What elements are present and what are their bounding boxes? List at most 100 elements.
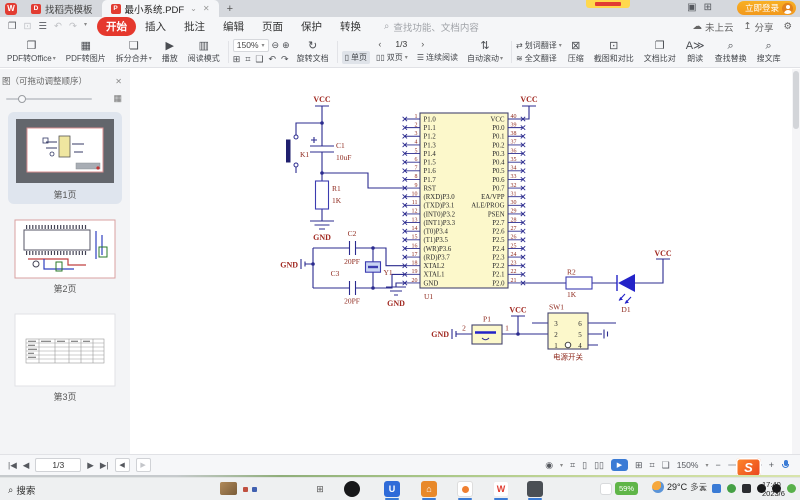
- zoom-in-icon[interactable]: +: [768, 460, 774, 470]
- continuous-read-button[interactable]: ☰ 连续阅读: [416, 53, 458, 62]
- single-page-button[interactable]: ▯ 单页: [341, 51, 370, 64]
- select-tool-icon[interactable]: ❑: [661, 459, 670, 470]
- home-app-icon[interactable]: ⌂: [421, 481, 437, 497]
- continuous-view-icon[interactable]: ⌗: [570, 459, 576, 470]
- search-library-button[interactable]: ⌕ 搜文库: [756, 39, 781, 63]
- qq-tray-icon[interactable]: [756, 484, 766, 493]
- fit-width-icon[interactable]: ⊞: [635, 459, 643, 470]
- scrollbar-thumb[interactable]: [793, 71, 799, 129]
- misc-app-icon[interactable]: [457, 481, 473, 497]
- tab-close-icon[interactable]: ✕: [202, 4, 210, 13]
- redo-icon[interactable]: ↷: [69, 21, 77, 32]
- view-back-icon[interactable]: ◀: [114, 458, 130, 472]
- function-search-input[interactable]: ⌕ 查找功能、文档内容: [383, 21, 479, 34]
- single-page-icon[interactable]: ▯: [582, 459, 588, 470]
- page-thumbnail-2[interactable]: 第2页: [8, 214, 122, 298]
- first-page-icon[interactable]: |◀: [8, 459, 17, 470]
- thumbnail-view-icon[interactable]: ▦: [113, 93, 122, 103]
- promo-badge[interactable]: [586, 0, 630, 8]
- desktop-photo-icon[interactable]: [220, 482, 237, 495]
- undo-icon[interactable]: ↶: [54, 21, 62, 32]
- weather-widget[interactable]: 29°C 多云: [652, 481, 707, 493]
- print-icon[interactable]: ☰: [38, 21, 48, 32]
- quickbar-caret-icon[interactable]: ▾: [83, 22, 87, 28]
- thumbnail-size-slider[interactable]: [6, 94, 92, 103]
- share-button[interactable]: ↥ 分享: [743, 21, 774, 34]
- view-forward-icon[interactable]: ▶: [135, 458, 151, 472]
- prev-page-icon[interactable]: ◀: [22, 459, 30, 470]
- cloud-status[interactable]: ☁ 未上云: [692, 21, 734, 34]
- rotate-doc-button[interactable]: ↻ 旋转文档: [296, 39, 329, 63]
- fit-page-icon[interactable]: ⌗: [649, 459, 655, 470]
- task-view-icon[interactable]: ⊞: [316, 483, 324, 494]
- play-button[interactable]: ▶ 播放: [161, 39, 178, 63]
- new-tab-icon[interactable]: +: [226, 2, 233, 15]
- tray-green-icon[interactable]: [786, 484, 796, 493]
- zoom-level[interactable]: 150%: [676, 460, 699, 470]
- pdf-to-office-button[interactable]: ❐ PDF转Office▾: [7, 39, 56, 63]
- menu-home[interactable]: 开始: [96, 17, 136, 36]
- double-page-button[interactable]: ▯▯ 双页 ▾: [375, 53, 408, 62]
- menu-edit[interactable]: 编辑: [222, 21, 244, 33]
- menu-protect[interactable]: 保护: [300, 21, 322, 33]
- fit-page-icon[interactable]: ⌗: [245, 53, 253, 64]
- screenshot-compare-button[interactable]: ⊡ 截图和对比: [593, 39, 634, 63]
- mini-icon[interactable]: [243, 487, 248, 492]
- read-mode-button[interactable]: ▥ 阅读模式: [187, 39, 220, 63]
- tab-grid-icon[interactable]: ⊞: [703, 2, 712, 13]
- mini-icon[interactable]: [252, 487, 257, 492]
- double-page-icon[interactable]: ▯▯: [594, 459, 604, 470]
- login-button[interactable]: 立即登录: [736, 1, 796, 15]
- voice-assistant-icon[interactable]: [781, 459, 790, 471]
- zoom-out-icon[interactable]: ⊖: [271, 39, 280, 50]
- pdf-to-image-button[interactable]: ▦ PDF转图片: [65, 39, 106, 63]
- last-page-icon[interactable]: ▶|: [99, 459, 109, 470]
- page-thumbnail-1[interactable]: 第1页: [8, 112, 122, 204]
- u-app-icon[interactable]: U: [384, 481, 400, 497]
- next-page-icon[interactable]: ▶: [87, 459, 94, 470]
- wps-home-icon[interactable]: W: [5, 2, 17, 15]
- tab-docer-template[interactable]: D 找稻壳模板: [22, 0, 102, 17]
- next-page-icon[interactable]: ›: [421, 39, 425, 49]
- tray-expand-icon[interactable]: ∧: [700, 484, 706, 493]
- vertical-scrollbar[interactable]: [792, 69, 800, 454]
- compress-button[interactable]: ⊠ 压缩: [567, 39, 584, 63]
- tray-shield-icon[interactable]: [726, 484, 736, 493]
- gear-icon[interactable]: ⚙: [783, 21, 792, 32]
- eye-protect-icon[interactable]: ◉: [545, 459, 554, 470]
- menu-page[interactable]: 页面: [261, 21, 283, 33]
- read-aloud-button[interactable]: A≫ 朗读: [685, 39, 705, 63]
- tab-document[interactable]: P 最小系统.PDF ⌄ ✕: [101, 0, 219, 17]
- rotate-left-icon[interactable]: ↶: [268, 53, 279, 64]
- menu-insert[interactable]: 插入: [144, 21, 166, 33]
- prev-page-icon[interactable]: ‹: [378, 39, 382, 49]
- tray-dark-icon[interactable]: [741, 484, 751, 493]
- play-button[interactable]: ▶: [611, 459, 628, 471]
- rotate-right-icon[interactable]: ↷: [281, 53, 291, 64]
- taskbar-search[interactable]: ⌕ 搜索: [8, 484, 36, 498]
- page-number-input[interactable]: 1/3: [35, 458, 82, 472]
- wps-app-icon[interactable]: W: [493, 481, 509, 497]
- split-merge-button[interactable]: ❏ 拆分合并▾: [115, 39, 152, 63]
- zoom-in-icon[interactable]: ⊕: [282, 39, 290, 50]
- auto-scroll-button[interactable]: ⇅ 自动滚动▾: [466, 39, 503, 63]
- fit-width-icon[interactable]: ⊞: [232, 53, 243, 64]
- doc-compare-button[interactable]: ❐ 文档比对: [643, 39, 676, 63]
- word-translate-button[interactable]: ⇄ 划词翻译 ▾: [516, 40, 562, 50]
- dark-app-icon[interactable]: [527, 481, 543, 497]
- menu-convert[interactable]: 转换: [339, 21, 361, 33]
- window-layout-icon[interactable]: ▣: [687, 2, 697, 13]
- find-replace-button[interactable]: ⌕ 查找替换: [714, 39, 747, 63]
- page-indicator[interactable]: 1/3: [395, 39, 408, 49]
- qq-tray-icon[interactable]: [771, 484, 781, 493]
- menu-comment[interactable]: 批注: [183, 21, 205, 33]
- battery-widget[interactable]: 59%: [600, 482, 639, 495]
- full-translate-button[interactable]: ≋ 全文翻译: [516, 53, 557, 63]
- save-icon[interactable]: ⊡: [23, 21, 32, 32]
- taskbar-clock[interactable]: 17:40 2023/6: [762, 480, 785, 498]
- open-icon[interactable]: ❒: [8, 21, 17, 32]
- tray-blue-icon[interactable]: [711, 484, 721, 493]
- zoom-out-icon[interactable]: −: [715, 460, 721, 470]
- select-tool-icon[interactable]: ❑: [255, 53, 266, 64]
